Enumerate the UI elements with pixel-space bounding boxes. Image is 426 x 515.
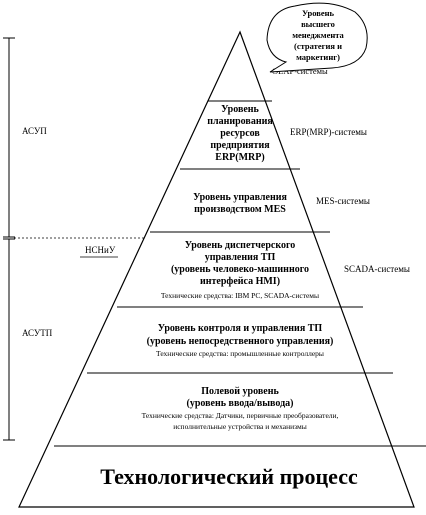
level-control: Уровень контроля и управления ТП (уровен…	[147, 323, 334, 358]
level-mes-line-2: производством MES	[194, 204, 286, 215]
level-field-line-2: (уровень ввода/вывода)	[187, 398, 294, 409]
asutp-label: АСУТП	[22, 328, 53, 338]
level-mes-line-1: Уровень управления	[193, 192, 287, 203]
callout-line-4: (стратегия и	[294, 41, 342, 51]
level-scada-line-2: управления ТП	[205, 252, 276, 263]
level-field-tech-2: исполнительные устройства и механизмы	[173, 422, 307, 431]
level-erp-line-3: ресурсов	[220, 128, 260, 139]
level-scada-line-3: (уровень человеко-машинного	[171, 264, 309, 275]
level-scada-line-4: интерфейса HMI)	[200, 276, 280, 287]
level-scada: Уровень диспетчерского управления ТП (ур…	[161, 240, 319, 300]
level-erp-line-4: предприятия	[210, 140, 270, 151]
level-field: Полевой уровень (уровень ввода/вывода) Т…	[142, 386, 339, 431]
level-control-line-1: Уровень контроля и управления ТП	[158, 323, 323, 334]
callout-line-5: маркетинг)	[296, 52, 340, 62]
nsniu-label: НСНиУ	[85, 245, 116, 255]
level-erp: Уровень планирования ресурсов предприяти…	[207, 104, 273, 163]
level-scada-line-1: Уровень диспетчерского	[185, 240, 296, 251]
system-labels: OLAP-системы ERP(MRP)-системы MES-систем…	[272, 66, 410, 274]
system-olap: OLAP-системы	[272, 66, 328, 76]
level-erp-line-1: Уровень	[221, 104, 259, 115]
system-mes: MES-системы	[316, 196, 370, 206]
pyramid-dividers	[54, 100, 426, 447]
asup-bracket	[3, 37, 15, 238]
pyramid-outline	[18, 30, 415, 508]
callout-line-1: Уровень	[302, 8, 335, 18]
asutp-bracket	[3, 238, 15, 441]
level-erp-line-2: планирования	[207, 116, 273, 127]
level-mes: Уровень управления производством MES	[193, 192, 287, 215]
callout-line-3: менеджмента	[292, 30, 344, 40]
base-technological-process: Технологический процесс	[100, 464, 358, 489]
asup-label: АСУП	[22, 126, 47, 136]
callout-line-2: высшего	[301, 19, 335, 29]
level-erp-line-5: ERP(MRP)	[215, 152, 264, 163]
system-erp: ERP(MRP)-системы	[290, 127, 367, 137]
level-scada-tech: Технические средства: IBM PC, SCADA-сист…	[161, 291, 319, 300]
level-field-tech-1: Технические средства: Датчики, первичные…	[142, 411, 339, 420]
system-scada: SCADA-системы	[344, 264, 410, 274]
level-control-line-2: (уровень непосредственного управления)	[147, 336, 334, 347]
level-control-tech: Технические средства: промышленные контр…	[156, 349, 324, 358]
level-field-line-1: Полевой уровень	[201, 386, 279, 397]
callout-bubble: Уровень высшего менеджмента (стратегия и…	[266, 2, 368, 73]
